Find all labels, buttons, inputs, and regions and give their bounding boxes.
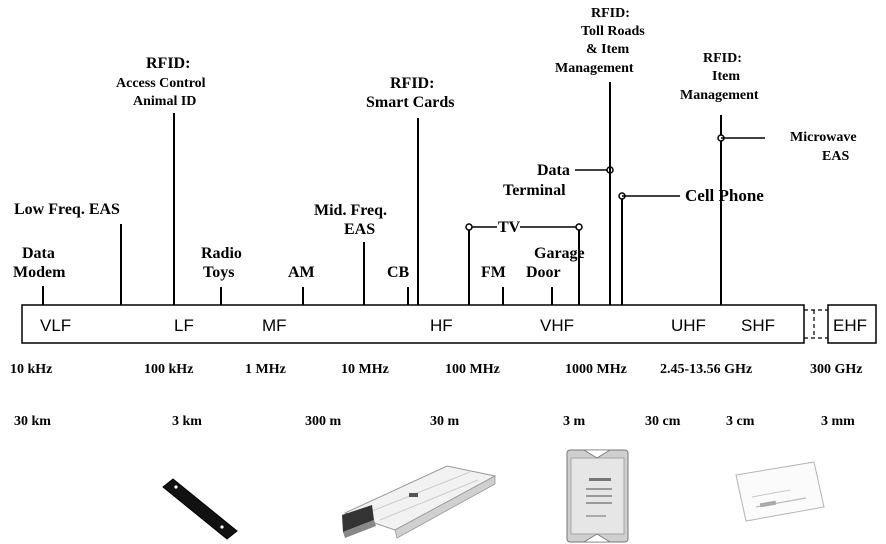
am-label: AM	[288, 264, 315, 281]
band-label-uhf: UHF	[671, 316, 706, 335]
frequency-label: 2.45-13.56 GHz	[660, 362, 752, 377]
cell-phone-label: Cell Phone	[685, 186, 764, 205]
garage-door-label: Garage	[534, 245, 585, 262]
microwave-eas-label: Microwave	[790, 130, 857, 145]
mid-freq-eas-label: EAS	[344, 221, 375, 238]
rfid-toll-roads-label: & Item	[586, 42, 629, 57]
frequency-label: 1 MHz	[245, 362, 286, 377]
spectrum-bar	[21, 304, 805, 344]
data-modem-label: Modem	[13, 264, 66, 281]
band-label-lf: LF	[174, 316, 194, 335]
wavelength-label: 3 km	[172, 414, 202, 429]
frequency-label: 10 kHz	[10, 362, 52, 377]
rfid-toll-roads-label: RFID:	[591, 6, 630, 21]
rfid-smart-cards-label: RFID:	[390, 75, 434, 92]
microwave-card-image	[735, 461, 825, 522]
cb-label: CB	[387, 264, 410, 281]
wavelength-label: 30 m	[430, 414, 460, 429]
rfid-access-label: Animal ID	[133, 94, 196, 109]
frequency-label: 10 MHz	[341, 362, 389, 377]
band-label-ehf: EHF	[833, 316, 867, 335]
mid-freq-eas-label: Mid. Freq.	[314, 202, 387, 219]
rfid-item-mgmt-label: Management	[680, 88, 759, 103]
data-terminal-label: Terminal	[503, 182, 566, 199]
wavelength-label: 3 m	[563, 414, 586, 429]
rfid-access-label: Access Control	[116, 76, 206, 91]
data-modem-label: Data	[22, 245, 55, 262]
data-terminal-label: Data	[537, 162, 570, 179]
uhf-tag-image	[566, 449, 629, 543]
garage-door-label: Door	[526, 264, 561, 281]
rfid-smart-cards-label: Smart Cards	[366, 94, 454, 111]
band-label-hf: HF	[430, 316, 453, 335]
tv-node-left	[465, 223, 473, 231]
frequency-label: 100 kHz	[144, 362, 193, 377]
wavelength-label: 3 mm	[821, 414, 855, 429]
hf-smart-label-image	[342, 465, 497, 539]
rfid-item-mgmt-label: Item	[712, 69, 740, 84]
frequency-label: 1000 MHz	[565, 362, 627, 377]
rfid-item-mgmt-label: RFID:	[703, 51, 742, 66]
tv-node-right	[575, 223, 583, 231]
low-freq-eas-label: Low Freq. EAS	[14, 201, 120, 218]
band-label-shf: SHF	[741, 316, 775, 335]
frequency-label: 100 MHz	[445, 362, 500, 377]
fm-label: FM	[481, 264, 506, 281]
band-label-mf: MF	[262, 316, 287, 335]
lf-rod-tag-image	[162, 478, 238, 540]
wavelength-label: 30 km	[14, 414, 51, 429]
rfid-toll-roads-label: Toll Roads	[581, 24, 645, 39]
frequency-label: 300 GHz	[810, 362, 863, 377]
wavelength-label: 30 cm	[645, 414, 681, 429]
radio-toys-label: Toys	[203, 264, 234, 281]
ehf-box	[827, 304, 877, 344]
rfid-access-label: RFID:	[146, 55, 190, 72]
band-label-vlf: VLF	[40, 316, 71, 335]
tv-label: TV	[498, 219, 521, 236]
wavelength-label: 300 m	[305, 414, 342, 429]
microwave-eas-label: EAS	[822, 149, 849, 164]
rfid-toll-roads-label: Management	[555, 61, 634, 76]
band-label-vhf: VHF	[540, 316, 574, 335]
wavelength-label: 3 cm	[726, 414, 755, 429]
radio-toys-label: Radio	[201, 245, 242, 262]
